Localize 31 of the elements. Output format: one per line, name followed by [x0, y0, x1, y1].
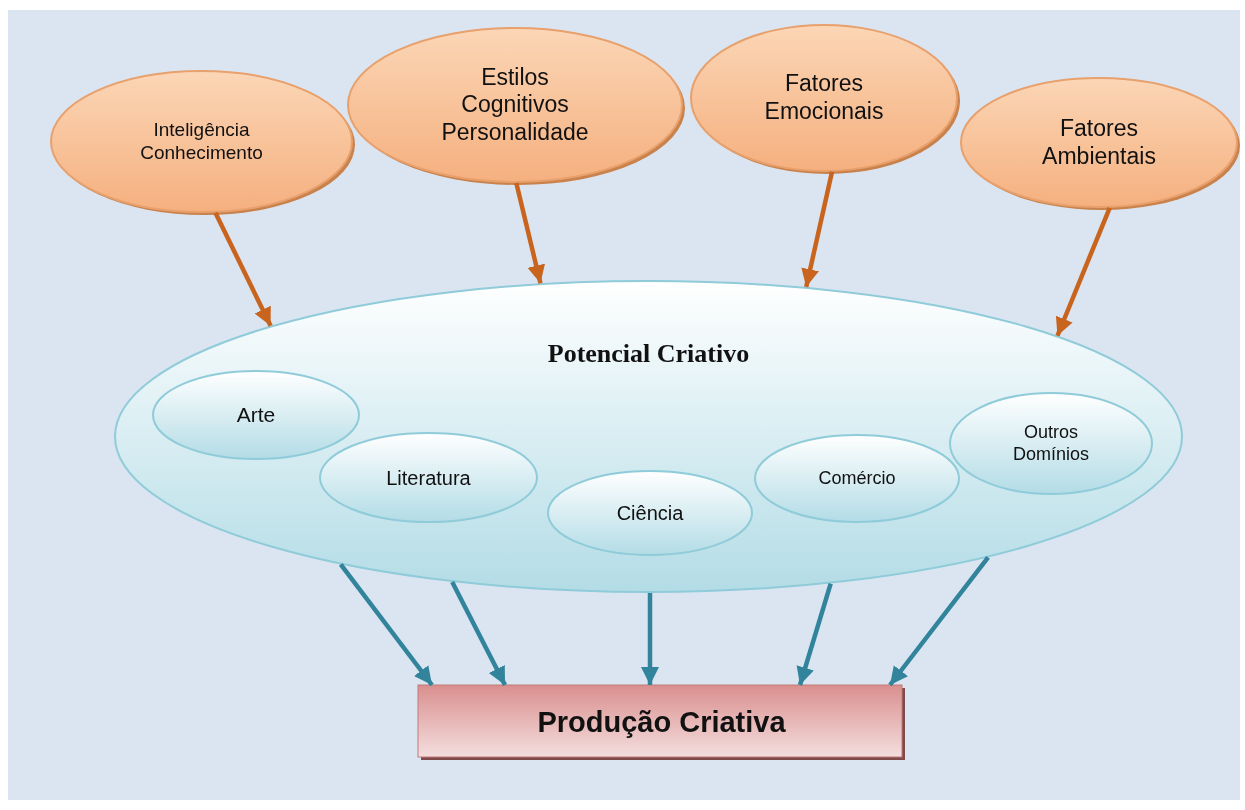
arrow	[213, 211, 273, 327]
domain-ellipse	[112, 278, 1185, 595]
node-label: Produção Criativa	[536, 705, 787, 740]
node-label: Outros Domínios	[1012, 421, 1090, 466]
oval-node	[545, 468, 755, 558]
arrow	[514, 182, 545, 284]
arrow	[888, 555, 990, 687]
node-label: Fatores Ambientais	[1041, 114, 1157, 171]
node-label: Comércio	[817, 467, 897, 490]
node-label: Arte	[235, 402, 277, 428]
oval-node	[345, 25, 685, 185]
heading: Potencial Criativo	[546, 338, 751, 370]
node-label: Inteligência Conhecimento	[139, 118, 264, 165]
oval-node	[958, 75, 1240, 210]
arrow	[641, 593, 659, 685]
node-label: Literatura	[385, 465, 472, 490]
oval-node	[48, 68, 355, 215]
arrow	[801, 171, 835, 288]
node-label: Ciência	[615, 501, 685, 525]
arrow	[450, 581, 507, 687]
oval-node	[688, 22, 960, 174]
arrow	[796, 582, 833, 686]
oval-node	[317, 430, 540, 525]
oval-node	[947, 390, 1155, 497]
arrow	[338, 563, 434, 687]
node-label: Estilos Cognitivos Personalidade	[440, 63, 590, 147]
node-label: Fatores Emocionais	[763, 70, 885, 126]
oval-node	[752, 432, 962, 525]
output-box	[418, 685, 905, 760]
arrow	[1055, 206, 1112, 337]
oval-node	[150, 368, 362, 462]
